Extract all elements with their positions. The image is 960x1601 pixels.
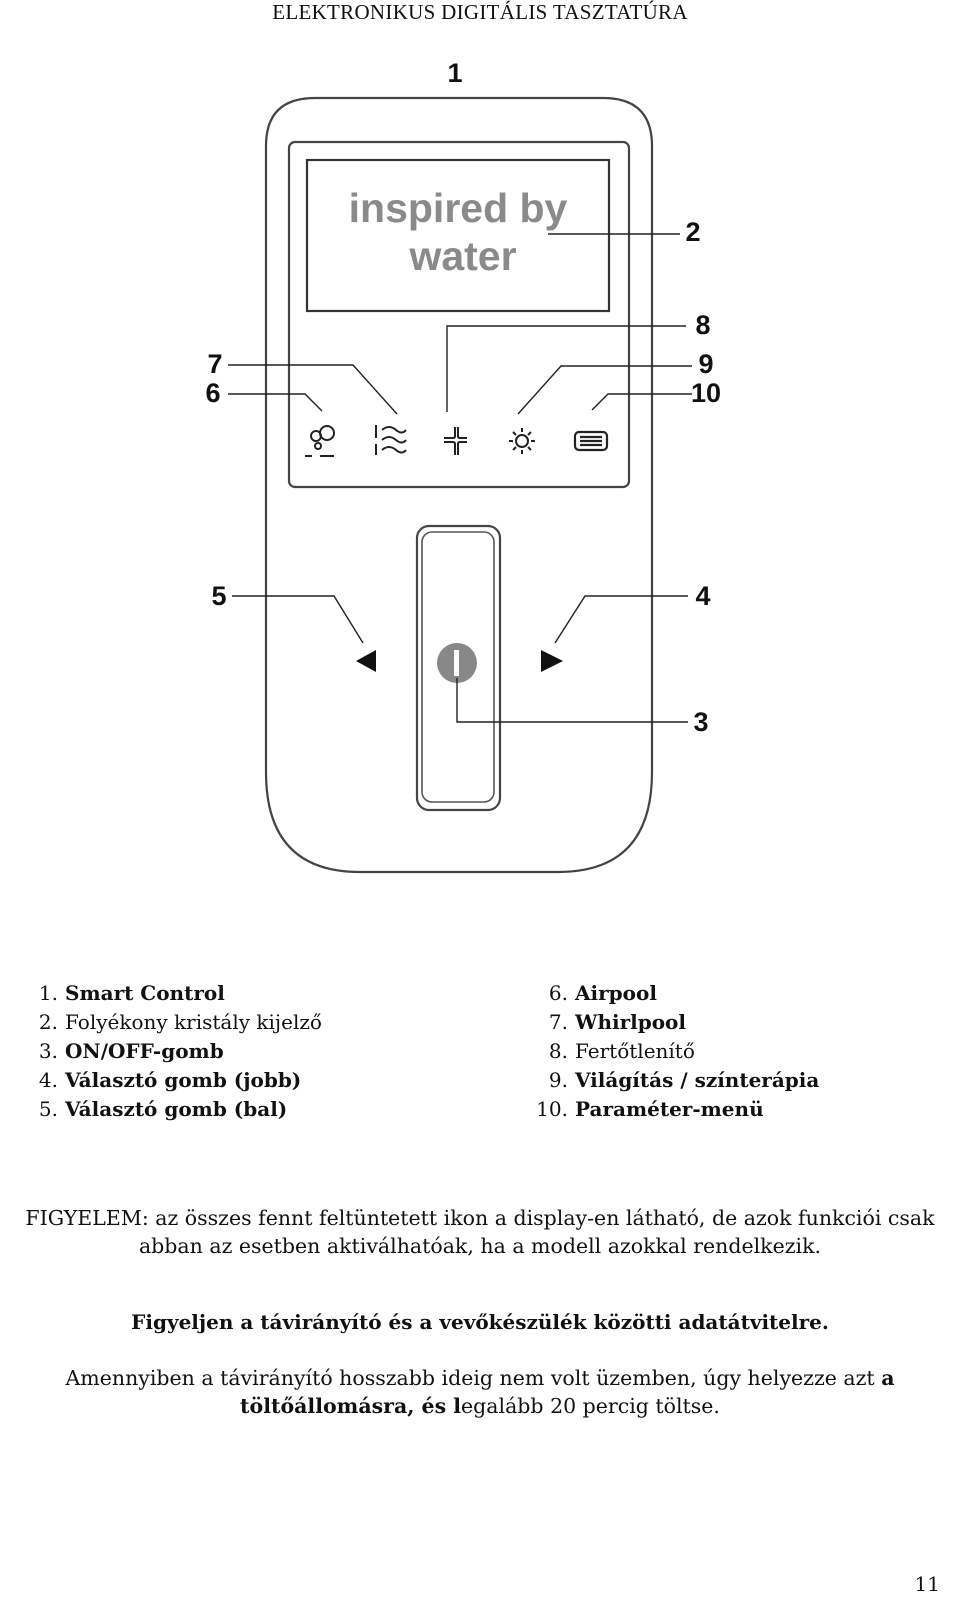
callout-8: 8 [695, 310, 710, 340]
legend-item: 9.Világítás / színterápia [548, 1068, 820, 1092]
legend-item: 3.ON/OFF-gomb [38, 1039, 224, 1063]
airpool-icon[interactable] [305, 425, 335, 457]
charge-note: Amennyiben a távirányító hosszabb ideig … [65, 1366, 895, 1418]
left-arrow-button[interactable] [356, 650, 376, 672]
callout-7: 7 [207, 349, 222, 379]
callout-4: 4 [695, 581, 710, 611]
callout-9: 9 [698, 349, 713, 379]
warning-note: FIGYELEM: az összes fennt feltüntetett i… [25, 1206, 935, 1258]
callout-5: 5 [211, 581, 226, 611]
legend-item: 2.Folyékony kristály kijelző [38, 1010, 322, 1034]
whirlpool-icon[interactable] [375, 425, 407, 455]
callout-3: 3 [693, 707, 708, 737]
transfer-note: Figyeljen a távirányító és a vevőkészülé… [131, 1310, 829, 1334]
remote-control-diagram: inspired by water [205, 58, 721, 874]
callout-2: 2 [685, 217, 700, 247]
callout-10: 10 [691, 378, 721, 408]
lcd-text-line2: water [408, 233, 516, 279]
right-arrow-button[interactable] [541, 650, 563, 672]
light-icon[interactable] [509, 428, 535, 454]
legend-item: 8.Fertőtlenítő [548, 1039, 695, 1063]
callout-1: 1 [447, 58, 462, 88]
legend-item: 5.Választó gomb (bal) [38, 1097, 288, 1121]
page-title: ELEKTRONIKUS DIGITÁLIS TASZTATÚRA [272, 0, 688, 24]
legend-right: 6.Airpool 7.Whirlpool 8.Fertőtlenítő 9.V… [530, 979, 819, 1124]
legend-item: 1.Smart Control [38, 981, 225, 1005]
callout-6: 6 [205, 378, 220, 408]
legend-left: 1.Smart Control 2.Folyékony kristály kij… [20, 979, 322, 1124]
page-number: 11 [914, 1572, 940, 1596]
legend-item: 7.Whirlpool [548, 1010, 686, 1034]
menu-icon[interactable] [573, 430, 609, 452]
legend-item: 4.Választó gomb (jobb) [38, 1068, 302, 1092]
legend-item: 10.Paraméter-menü [536, 1097, 764, 1121]
legend-item: 6.Airpool [548, 981, 657, 1005]
lcd-text-line1: inspired by [349, 185, 568, 231]
disinfection-icon[interactable] [444, 427, 467, 455]
lcd-display [305, 158, 611, 313]
